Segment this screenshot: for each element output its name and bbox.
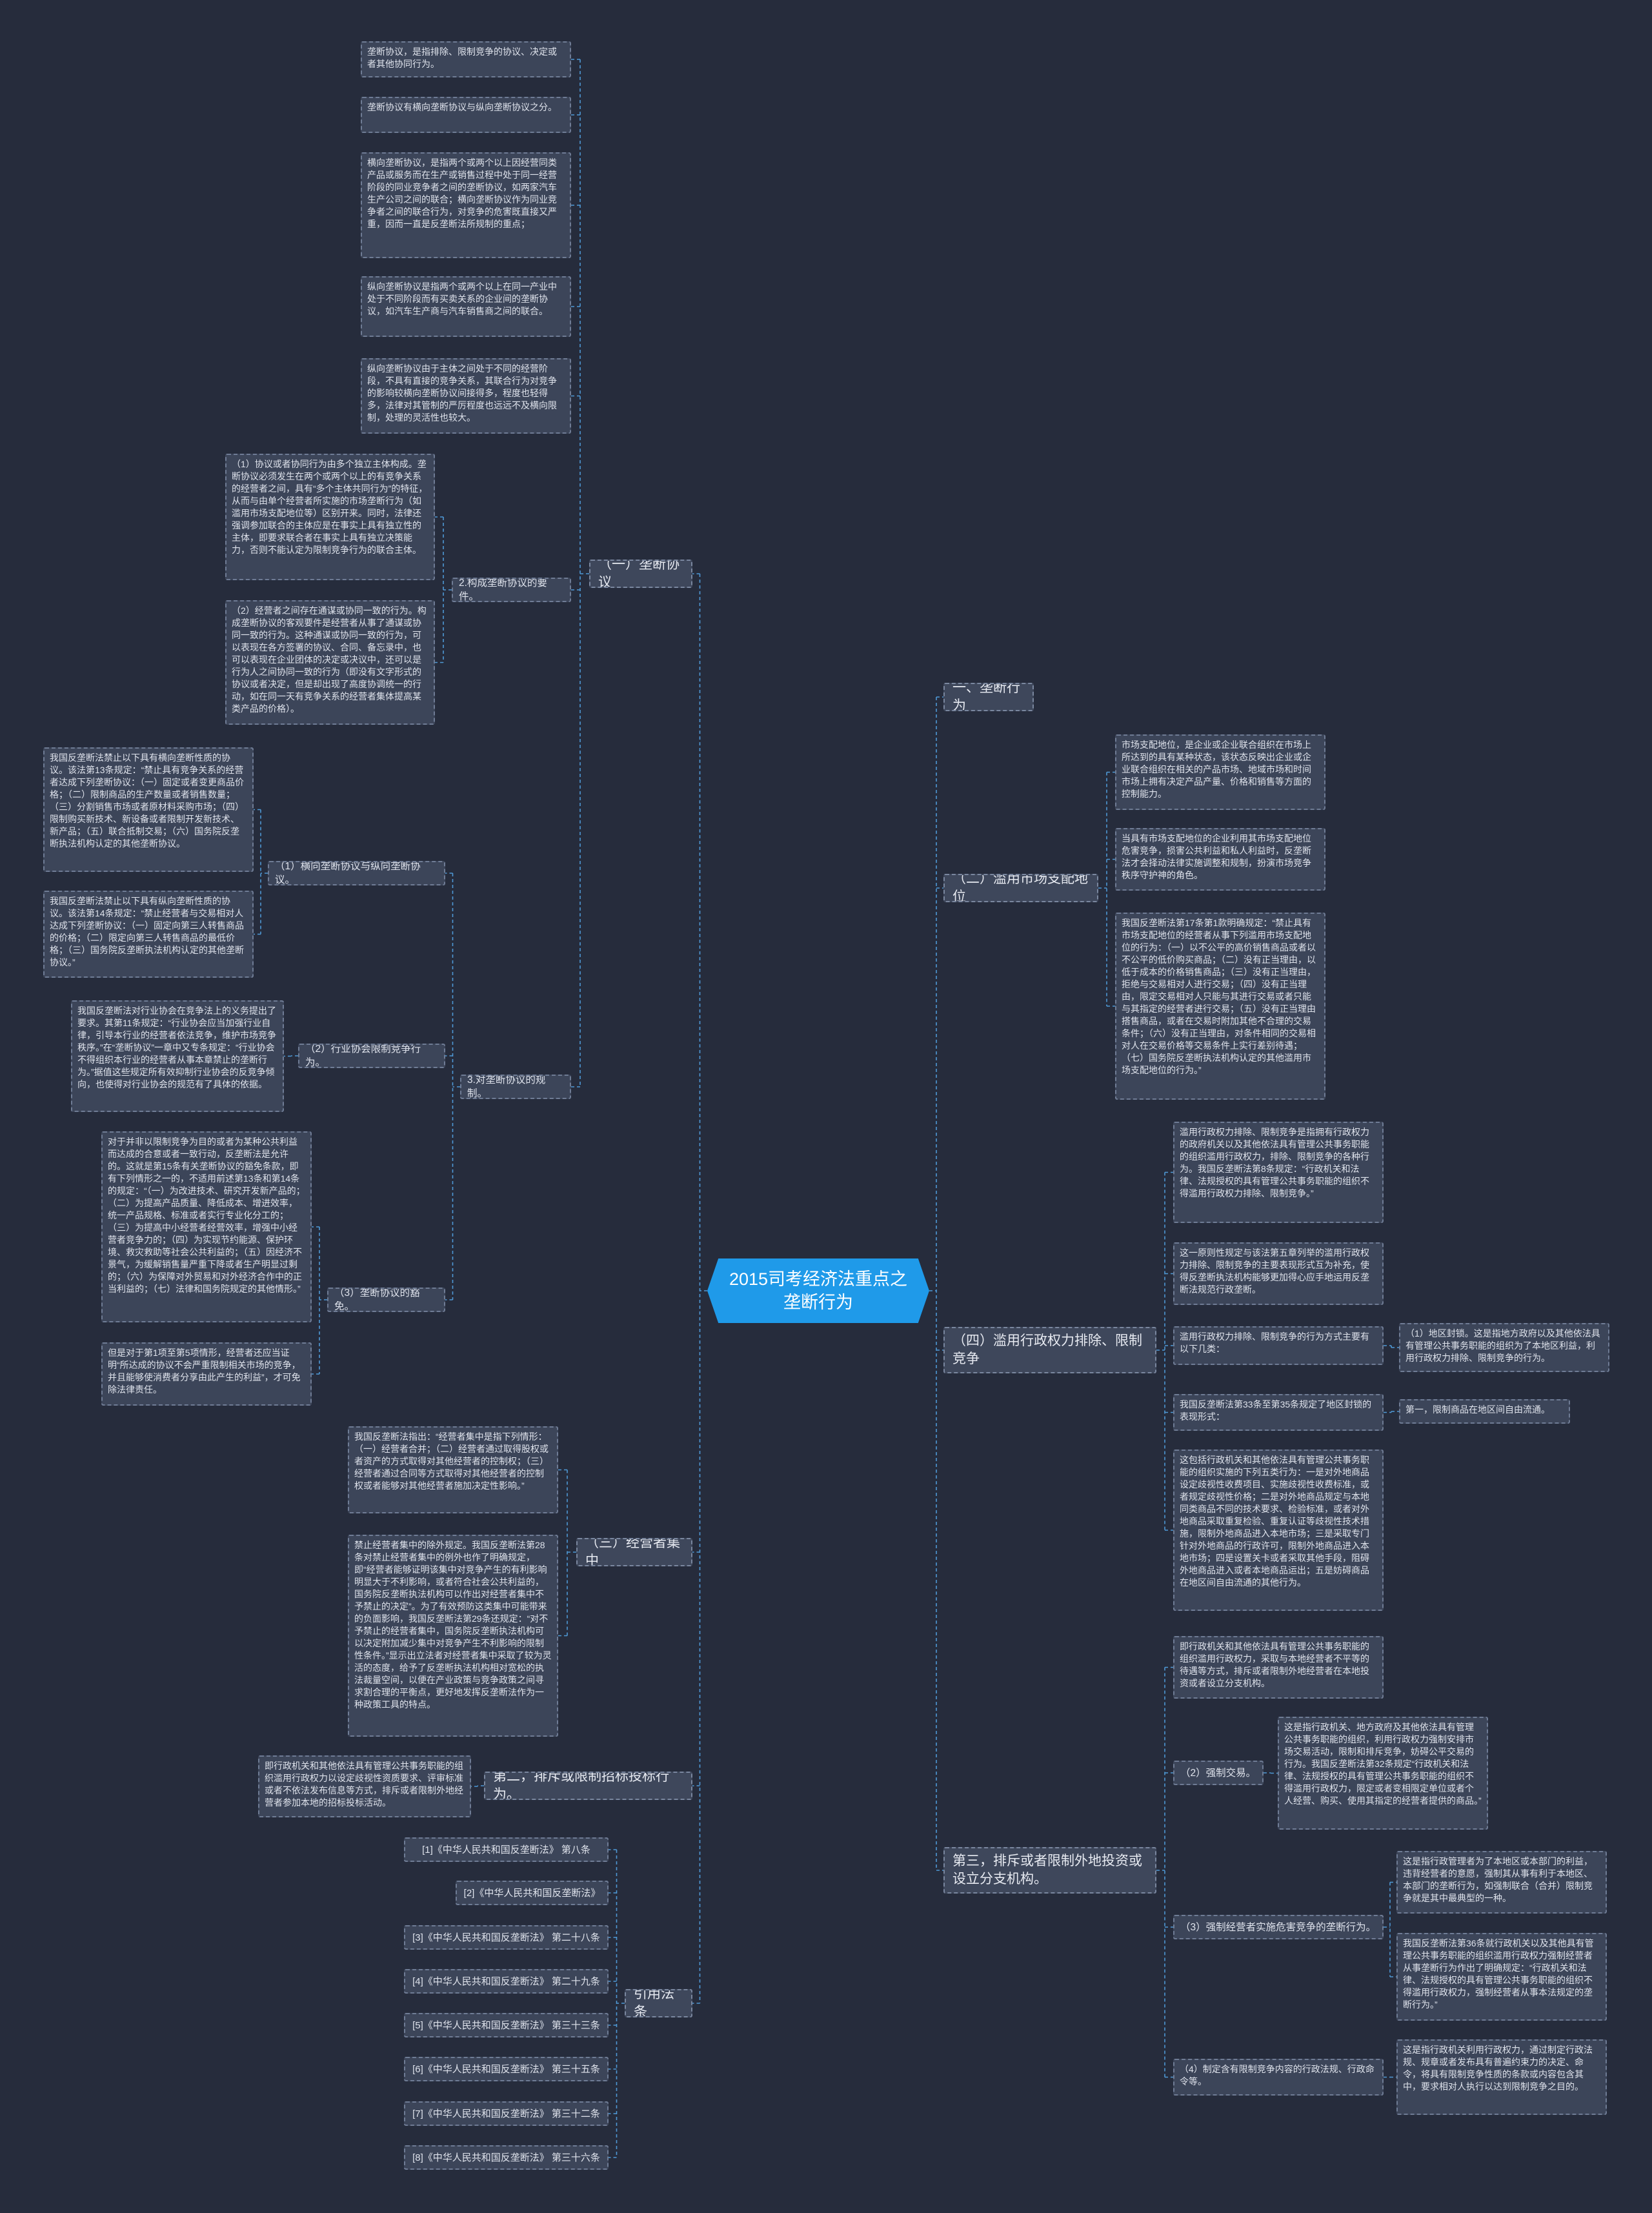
definition-node[interactable]: 纵向垄断协议是指两个或两个以上在同一产业中处于不同阶段而有买卖关系的企业间的垄断… xyxy=(361,276,571,337)
branch-administrative-power[interactable]: （四）滥用行政权力排除、限制竞争 xyxy=(943,1327,1156,1373)
sub-forced-monopoly[interactable]: （3）强制经营者实施危害竞争的垄断行为。 xyxy=(1173,1915,1384,1939)
definition-node[interactable]: 纵向垄断协议由于主体之间处于不同的经营阶段，不具有直接的竞争关系，其联合行为对竞… xyxy=(361,358,571,434)
bidding-text[interactable]: 即行政机关和其他依法具有管理公共事务职能的组织滥用行政权力以设定歧视性资质要求、… xyxy=(258,1755,471,1817)
branch-references[interactable]: 引用法条 xyxy=(625,1989,692,2017)
definition-node[interactable]: 横向垄断协议，是指两个或两个以上因经营同类产品或服务而在生产或销售过程中处于同一… xyxy=(361,152,571,258)
dominance-text[interactable]: 我国反垄断法第17条第1款明确规定：“禁止具有市场支配地位的经营者从事下列滥用市… xyxy=(1115,913,1325,1100)
admin-text[interactable]: 滥用行政权力排除、限制竞争是指拥有行政权力的政府机关以及其他依法具有管理公共事务… xyxy=(1173,1122,1384,1223)
admin-text[interactable]: 这一原则性规定与该法第五章列举的滥用行政权力排除、限制竞争的主要表现形式互为补充… xyxy=(1173,1242,1384,1305)
branch-dominance[interactable]: （二）滥用市场支配地位 xyxy=(943,874,1098,902)
forced-monopoly-text[interactable]: 我国反垄断法第36条就行政机关以及其他具有管理公共事务职能的组织滥用行政权力强制… xyxy=(1396,1933,1607,2021)
element-node[interactable]: （2）经营者之间存在通谋或协同一致的行为。构成垄断协议的客观要件是经营者从事了通… xyxy=(225,600,435,725)
regulation-text[interactable]: 我国反垄断法对行业协会在竞争法上的义务提出了要求。其第11条规定：“行业协会应当… xyxy=(71,1000,284,1112)
forced-monopoly-text[interactable]: 这是指行政管理者为了本地区或本部门的利益，违背经营者的意愿，强制其从事有利于本地… xyxy=(1396,1851,1607,1914)
regulation-text[interactable]: 但是对于第1项至第5项情形，经营者还应当证明“所达成的协议不会严重限制相关市场的… xyxy=(101,1342,312,1406)
concentration-text[interactable]: 我国反垄断法指出：“经营者集中是指下列情形：（一）经营者合并；（二）经营者通过取… xyxy=(348,1426,558,1513)
reference-item[interactable]: [2]《中华人民共和国反垄断法》 xyxy=(456,1881,609,1905)
regulations-text[interactable]: 这是指行政机关利用行政权力，通过制定行政法规、规章或者发布具有普遍约束力的决定、… xyxy=(1396,2039,1607,2115)
sub-regulations[interactable]: （4）制定含有限制竞争内容的行政法规、行政命令等。 xyxy=(1173,2059,1384,2096)
regulation-text[interactable]: 我国反垄断法禁止以下具有纵向垄断性质的协议。该法第14条规定：“禁止经营者与交易… xyxy=(43,891,254,978)
admin-text[interactable]: 这包括行政机关和其他依法具有管理公共事务职能的组织实施的下列五类行为：一是对外地… xyxy=(1173,1450,1384,1611)
dominance-text[interactable]: 当具有市场支配地位的企业利用其市场支配地位危害竞争，损害公共利益和私人利益时，反… xyxy=(1115,828,1325,891)
reference-item[interactable]: [7]《中华人民共和国反垄断法》 第三十二条 xyxy=(404,2101,609,2126)
admin-forms-label[interactable]: 滥用行政权力排除、限制竞争的行为方式主要有以下几类： xyxy=(1173,1326,1384,1365)
forced-trade-text[interactable]: 这是指行政机关、地方政府及其他依法具有管理公共事务职能的组织，利用行政权力强制安… xyxy=(1278,1717,1488,1830)
reference-item[interactable]: [5]《中华人民共和国反垄断法》 第三十三条 xyxy=(404,2013,609,2037)
regulation-sub-exemption[interactable]: （3）垄断协议的豁免。 xyxy=(327,1288,445,1312)
investment-text[interactable]: 即行政机关和其他依法具有管理公共事务职能的组织滥用行政权力，采取与本地经营者不平… xyxy=(1173,1636,1384,1699)
branch-monopoly-conduct[interactable]: 一、垄断行为 xyxy=(943,683,1034,711)
regulation-sub-horizontal[interactable]: （1）横向垄断协议与纵向垄断协议。 xyxy=(268,861,445,885)
admin-forms-item[interactable]: （1）地区封锁。这是指地方政府以及其他依法具有管理公共事务职能的组织为了本地区利… xyxy=(1399,1323,1609,1372)
regulation-text[interactable]: 我国反垄断法禁止以下具有横向垄断性质的协议。该法第13条规定：“禁止具有竞争关系… xyxy=(43,747,254,872)
regulation-text[interactable]: 对于并非以限制竞争为目的或者为某种公共利益而达成的合意或者一致行动，反垄断法是允… xyxy=(101,1131,312,1322)
branch-investment[interactable]: 第三，排斥或者限制外地投资或设立分支机构。 xyxy=(943,1847,1156,1894)
concentration-text[interactable]: 禁止经营者集中的除外规定。我国反垄断法第28条对禁止经营者集中的例外也作了明确规… xyxy=(348,1535,558,1737)
reference-item[interactable]: [6]《中华人民共和国反垄断法》 第三十五条 xyxy=(404,2057,609,2081)
definition-node[interactable]: 垄断协议有横向垄断协议与纵向垄断协议之分。 xyxy=(361,97,571,133)
element-node[interactable]: （1）协议或者协同行为由多个独立主体构成。垄断协议必须发生在两个或两个以上的有竞… xyxy=(225,454,435,580)
branch-concentration[interactable]: （三）经营者集中 xyxy=(576,1538,692,1566)
reference-item[interactable]: [4]《中华人民共和国反垄断法》 第二十九条 xyxy=(404,1969,609,1994)
branch-bidding[interactable]: 第二，排斥或限制招标投标行为。 xyxy=(484,1772,692,1800)
reference-item[interactable]: [3]《中华人民共和国反垄断法》 第二十八条 xyxy=(404,1925,609,1950)
admin-article-label[interactable]: 我国反垄断法第33条至第35条规定了地区封锁的表现形式： xyxy=(1173,1394,1384,1431)
elements-label[interactable]: 2.构成垄断协议的要件。 xyxy=(452,578,571,602)
root-topic[interactable]: 2015司考经济法重点之垄断行为 xyxy=(707,1258,929,1323)
admin-article-item[interactable]: 第一，限制商品在地区间自由流通。 xyxy=(1399,1399,1570,1424)
regulation-sub-association[interactable]: （2）行业协会限制竞争行为。 xyxy=(298,1044,445,1068)
dominance-text[interactable]: 市场支配地位，是企业或企业联合组织在市场上所达到的具有某种状态，该状态反映出企业… xyxy=(1115,734,1325,810)
branch-monopoly-agreement[interactable]: （一）垄断协议 xyxy=(589,560,692,588)
regulation-label[interactable]: 3.对垄断协议的规制。 xyxy=(460,1075,571,1099)
sub-forced-trade[interactable]: （2）强制交易。 xyxy=(1173,1761,1264,1785)
definition-node[interactable]: 垄断协议，是指排除、限制竞争的协议、决定或者其他协同行为。 xyxy=(361,41,571,77)
reference-item[interactable]: [1]《中华人民共和国反垄断法》 第八条 xyxy=(404,1837,609,1862)
reference-item[interactable]: [8]《中华人民共和国反垄断法》 第三十六条 xyxy=(404,2145,609,2170)
